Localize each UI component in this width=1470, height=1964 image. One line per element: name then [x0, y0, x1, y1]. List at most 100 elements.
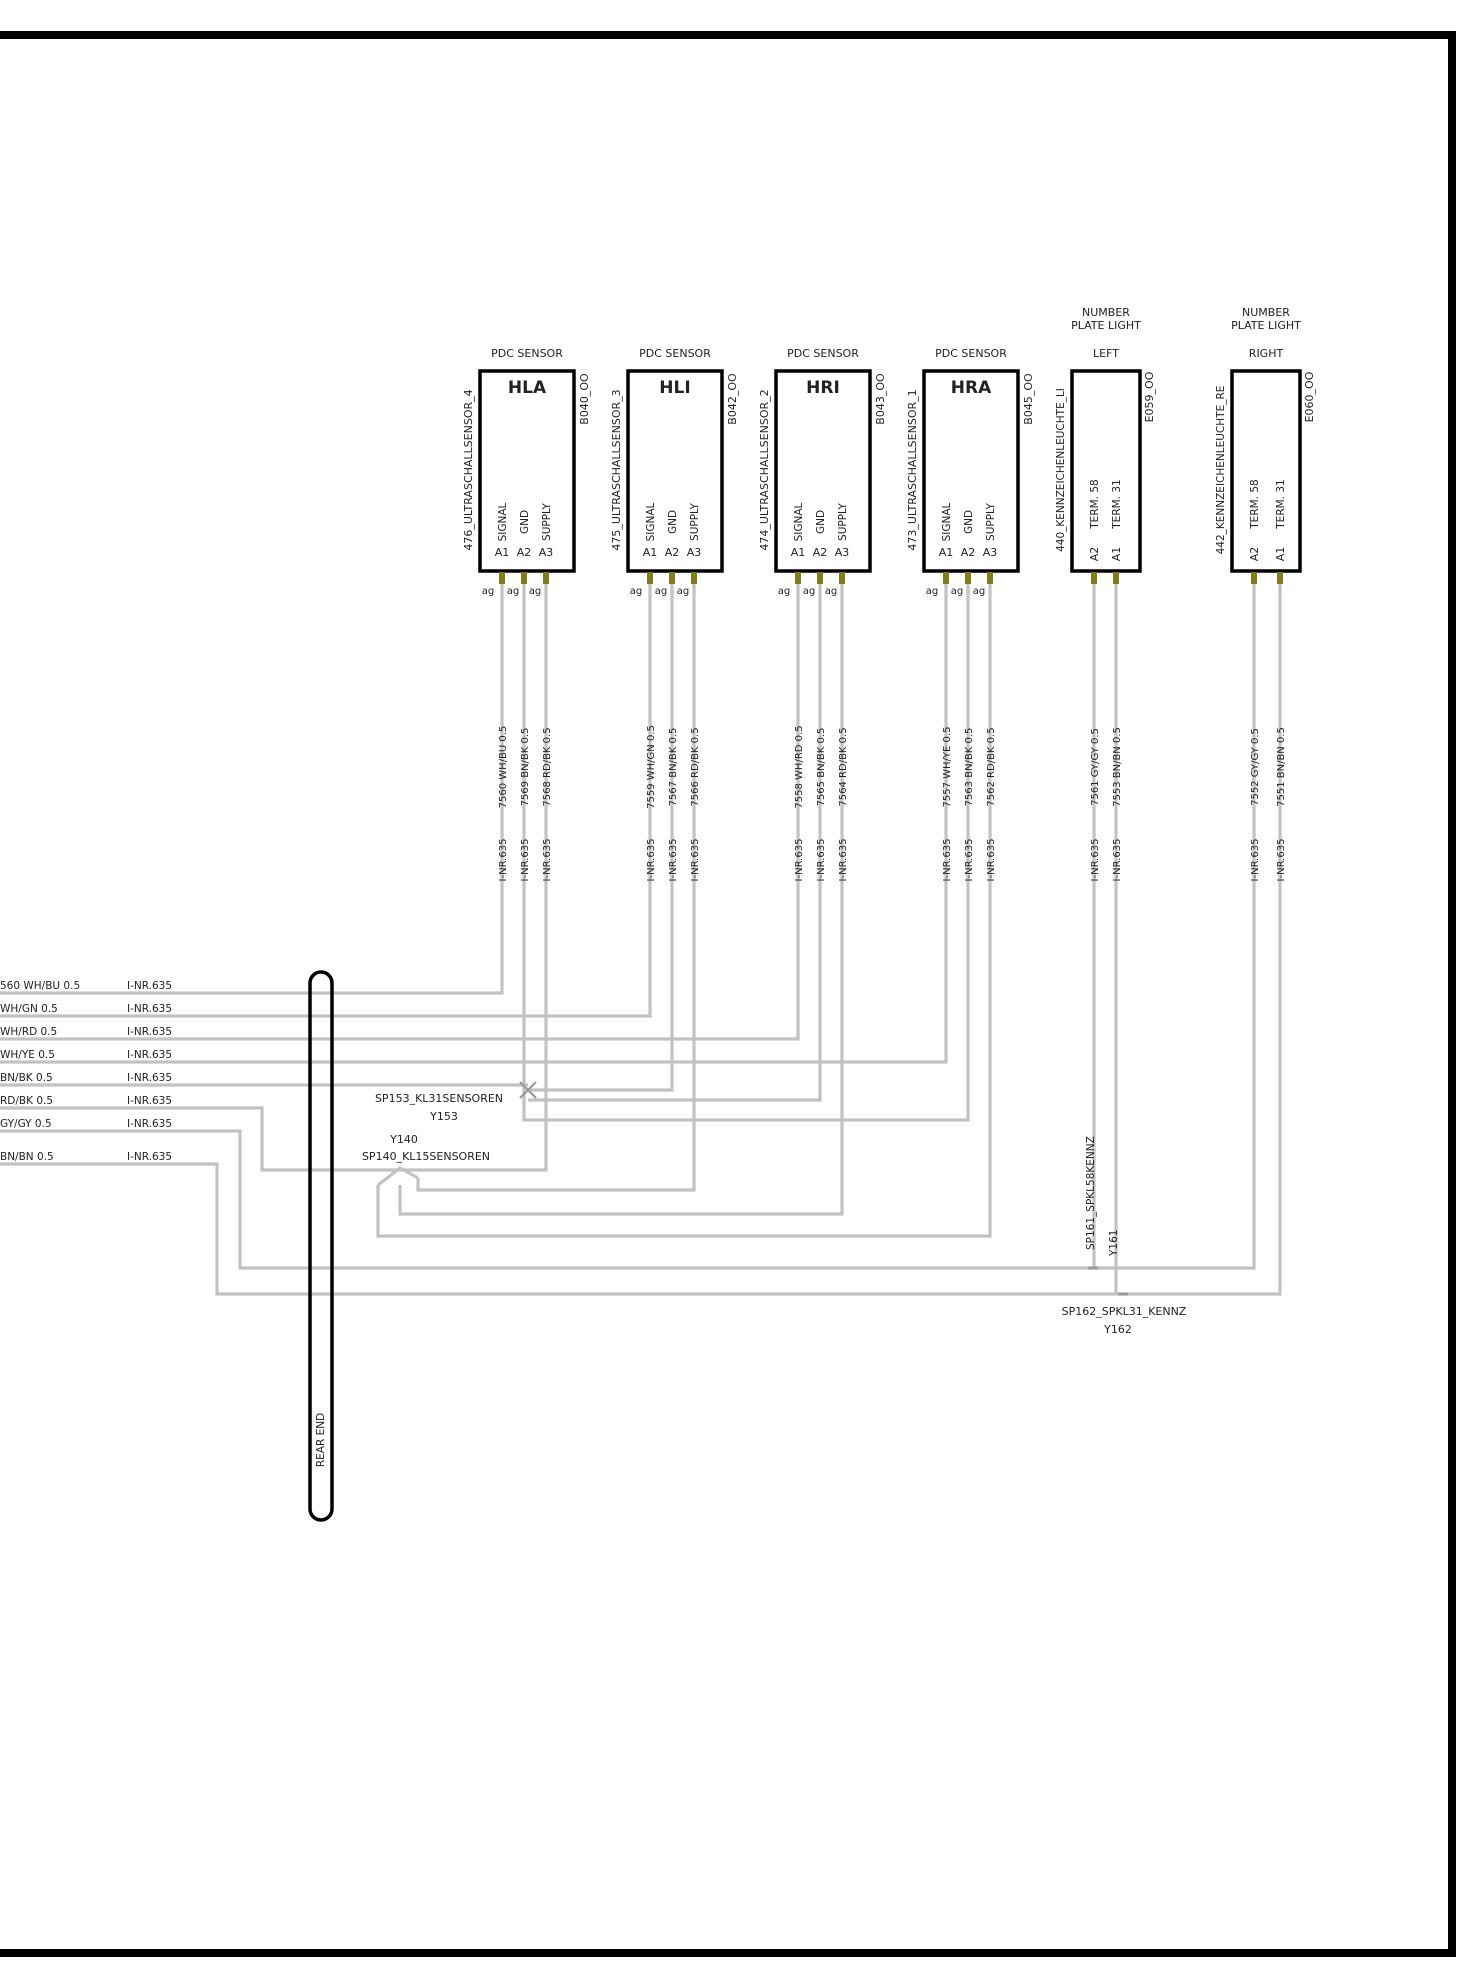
ag-label: ag — [507, 586, 519, 597]
pin-number: A2 — [665, 546, 680, 559]
ag-label: ag — [926, 586, 938, 597]
ag-label: ag — [655, 586, 667, 597]
pin-terminal — [795, 572, 801, 584]
left-wire-label: BN/BN 0.5 — [0, 1151, 54, 1163]
left-wire-label: GY/GY 0.5 — [0, 1118, 52, 1130]
wire-inr-label: I-NR.635 — [838, 839, 849, 882]
wire-inr-label: I-NR.635 — [1090, 839, 1101, 882]
pin-number: A1 — [1274, 547, 1287, 562]
pin-function-label: SIGNAL — [645, 502, 657, 541]
wire-supply-hri — [398, 584, 844, 1216]
pin-number: A1 — [939, 546, 954, 559]
wire-inr-label: I-NR.635 — [542, 839, 553, 882]
left-wire-inr-label: I-NR.635 — [127, 1118, 172, 1130]
sensor-caption: PDC SENSOR — [787, 347, 859, 360]
wire-label: 7557 WH/YE 0.5 — [942, 727, 953, 808]
ag-label: ag — [482, 586, 494, 597]
wire-7560 — [0, 584, 504, 995]
wire-label: 7563 BN/BK 0.5 — [964, 728, 975, 807]
left-wire-inr-label: I-NR.635 — [127, 1095, 172, 1107]
components-layer — [308, 369, 1302, 1522]
sensor-box — [478, 369, 576, 573]
light-box — [1230, 369, 1302, 573]
pin-number: A2 — [813, 546, 828, 559]
wire-label: 7562 RD/BK 0.5 — [986, 727, 997, 806]
sensor-name: HLA — [508, 378, 547, 398]
light-box — [1070, 369, 1142, 573]
pin-terminal — [1277, 572, 1283, 584]
wire-gy-gy-left — [0, 584, 1256, 1270]
wire-label: 7568 RD/BK 0.5 — [542, 727, 553, 806]
light-part-label: 440_KENNZEICHENLEUCHTE_LI — [1055, 388, 1067, 552]
pin-terminal — [1113, 572, 1119, 584]
wire-inr-label: I-NR.635 — [986, 839, 997, 882]
splice-sp140-junction — [377, 1166, 419, 1187]
pin-function-label: TERM. 31 — [1111, 479, 1123, 529]
left-wire-inr-label: I-NR.635 — [127, 1026, 172, 1038]
pin-number: A3 — [835, 546, 850, 559]
pin-function-label: TERM. 58 — [1249, 479, 1261, 529]
pin-number: A1 — [643, 546, 658, 559]
sensor-part-label: 476_ULTRASCHALLSENSOR_4 — [462, 389, 475, 550]
wire-inr-label: I-NR.635 — [668, 839, 679, 882]
pin-number: A3 — [687, 546, 702, 559]
left-wire-inr-label: I-NR.635 — [127, 980, 172, 992]
wire-inr-label: I-NR.635 — [942, 839, 953, 882]
light-position: RIGHT — [1249, 347, 1284, 360]
left-wire-inr-label: I-NR.635 — [127, 1072, 172, 1084]
light-caption: PLATE LIGHT — [1231, 319, 1301, 332]
pin-terminal — [669, 572, 675, 584]
wire-inr-label: I-NR.635 — [646, 839, 657, 882]
wire-label: 7558 WH/RD 0.5 — [794, 725, 805, 808]
light-caption: PLATE LIGHT — [1071, 319, 1141, 332]
pin-number: A2 — [517, 546, 532, 559]
wire-label: 7566 RD/BK 0.5 — [690, 727, 701, 806]
wire-label: 7561 GY/GY 0.5 — [1090, 728, 1101, 806]
ag-label: ag — [951, 586, 963, 597]
wire-inr-label: I-NR.635 — [964, 839, 975, 882]
ag-label: ag — [825, 586, 837, 597]
sensor-caption: PDC SENSOR — [935, 347, 1007, 360]
labels-layer: PDC SENSOR HLA 476_ULTRASCHALLSENSOR_4 B040… — [0, 306, 1316, 1467]
splice-name-sp153: SP153_KL31SENSOREN — [375, 1092, 503, 1105]
sensor-code: B040_OO — [578, 373, 591, 425]
pin-number: A2 — [1248, 547, 1261, 562]
sensor-code: B042_OO — [726, 373, 739, 425]
pin-function-label: SUPPLY — [837, 502, 849, 540]
pin-number: A2 — [961, 546, 976, 559]
sensor-caption: PDC SENSOR — [491, 347, 563, 360]
sensor-name: HRI — [806, 378, 840, 398]
pin-function-label: TERM. 58 — [1089, 479, 1101, 529]
wire-bn-bn-left — [0, 584, 1282, 1296]
left-wire-inr-label: I-NR.635 — [127, 1003, 172, 1015]
wire-supply-hli — [416, 584, 696, 1192]
wire-label: 7553 BN/BN 0.5 — [1112, 727, 1123, 807]
left-wire-label: RD/BK 0.5 — [0, 1095, 53, 1107]
wire-label: 7559 WH/GN 0.5 — [646, 725, 657, 809]
light-caption: NUMBER — [1242, 306, 1290, 319]
left-wire-label: WH/YE 0.5 — [0, 1049, 55, 1061]
wire-inr-label: I-NR.635 — [690, 839, 701, 882]
sensor-box — [922, 369, 1020, 573]
pin-function-label: TERM. 31 — [1275, 479, 1287, 529]
wire-label: 7551 BN/BN 0.5 — [1276, 727, 1287, 807]
pin-terminal — [499, 572, 505, 584]
wire-inr-label: I-NR.635 — [1250, 839, 1261, 882]
sensor-box — [626, 369, 724, 573]
wire-gnd-hri — [528, 584, 822, 1102]
sensor-code: B043_OO — [874, 373, 887, 425]
ag-label: ag — [630, 586, 642, 597]
rear-end-connector — [308, 970, 334, 1522]
pin-terminal — [647, 572, 653, 584]
pin-terminal — [987, 572, 993, 584]
light-position: LEFT — [1093, 347, 1119, 360]
splice-id-sp161: Y161 — [1108, 1230, 1120, 1257]
sensor-name: HLI — [659, 378, 690, 398]
light-part-label: 442_KENNZEICHENLEUCHTE_RE — [1215, 386, 1227, 555]
wire-label: 7564 RD/BK 0.5 — [838, 727, 849, 806]
left-wire-label: BN/BK 0.5 — [0, 1072, 53, 1084]
light-code: E060_OO — [1303, 371, 1316, 422]
pin-terminal — [965, 572, 971, 584]
wire-supply-hra — [376, 584, 992, 1238]
